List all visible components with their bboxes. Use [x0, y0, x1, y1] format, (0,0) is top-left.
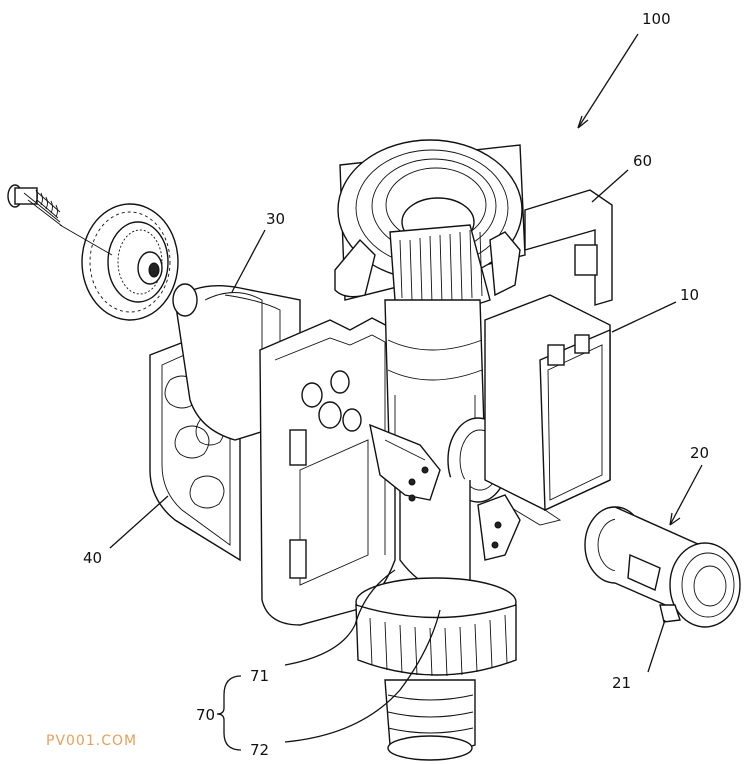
screw: [7, 184, 63, 227]
back-plate-60: [524, 189, 613, 306]
watermark: PV001.COM: [46, 733, 138, 749]
label-71: 71: [250, 667, 269, 685]
label-100: 100: [642, 10, 671, 28]
label-72: 72: [250, 741, 269, 759]
front-plate: [259, 317, 396, 626]
spool-20: [584, 506, 741, 628]
label-10: 10: [680, 286, 699, 304]
label-30: 30: [266, 210, 285, 228]
gear: [59, 203, 179, 321]
leader-lines: [109, 33, 703, 751]
label-70: 70: [196, 706, 215, 724]
label-20: 20: [690, 444, 709, 462]
label-40: 40: [83, 549, 102, 567]
label-60: 60: [633, 152, 652, 170]
top-coupling: [334, 139, 526, 310]
bottom-coupling: [355, 577, 517, 761]
label-21: 21: [612, 674, 631, 692]
connector-block: [369, 423, 521, 561]
electronic-module-10: [484, 294, 611, 526]
